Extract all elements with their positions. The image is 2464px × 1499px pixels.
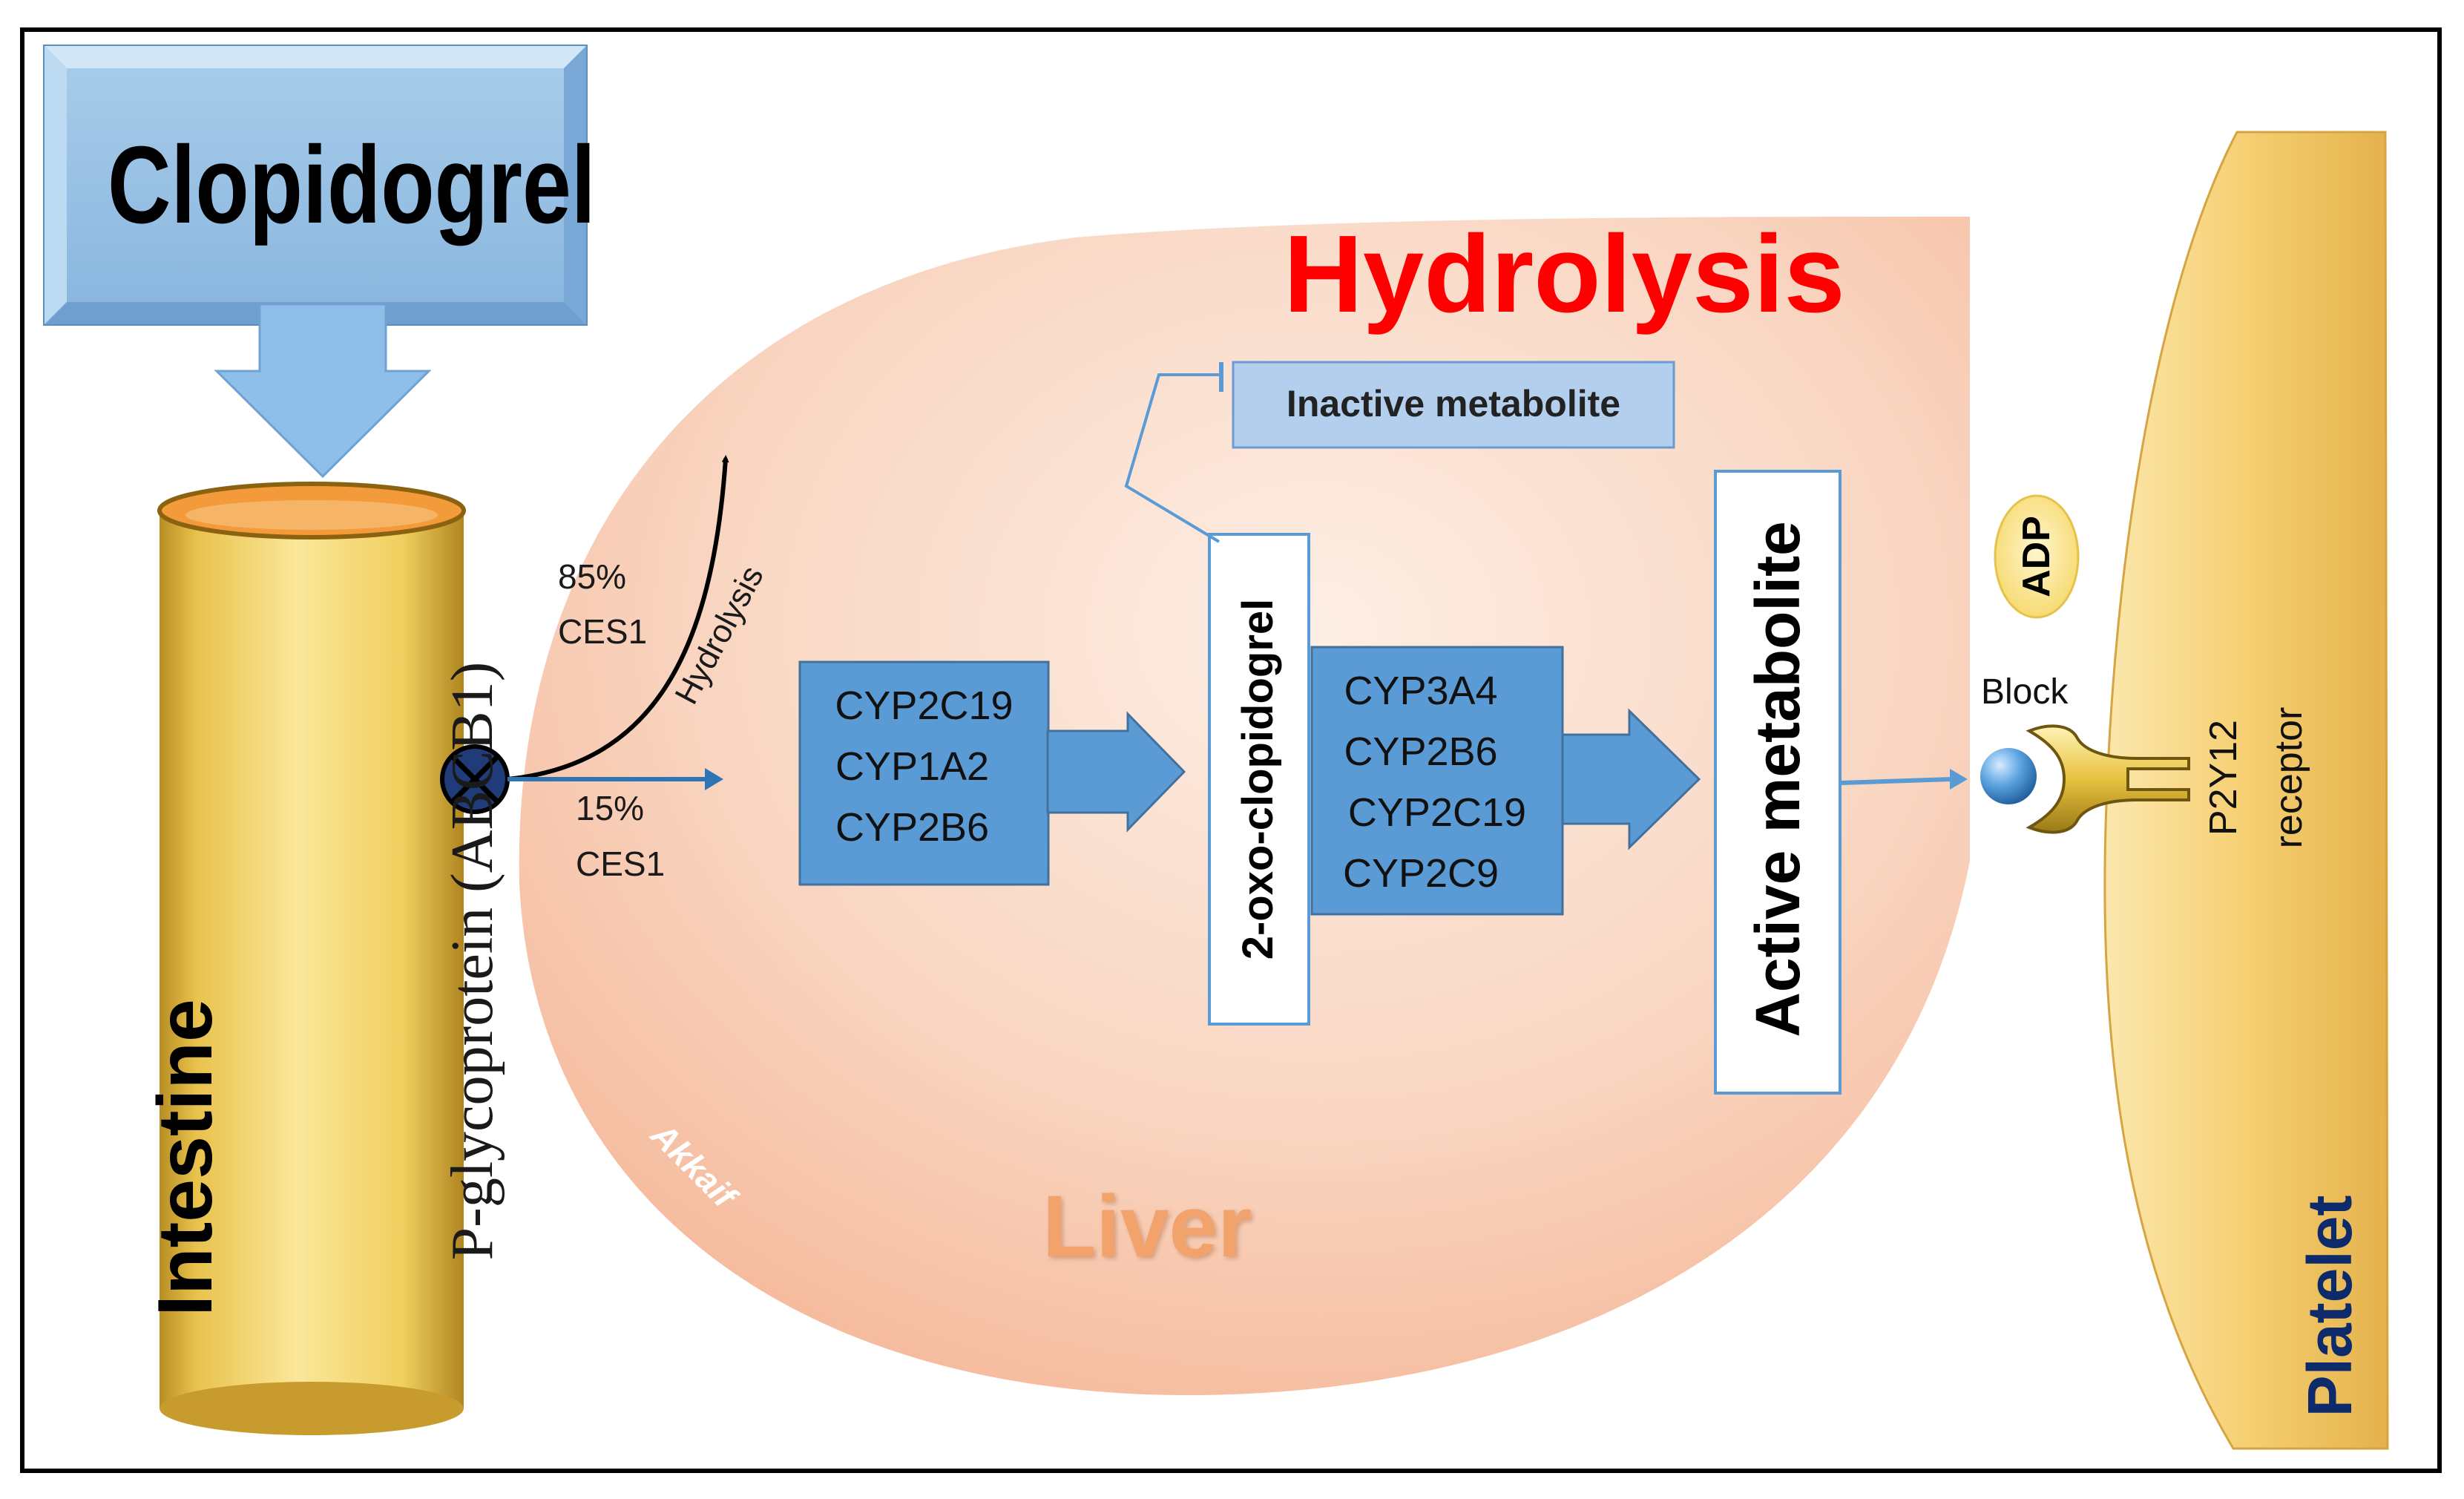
- intestine-label: Intestine: [142, 999, 229, 1316]
- step2-enzyme: CYP3A4: [1344, 669, 1498, 713]
- drug-box: [43, 45, 588, 326]
- step2-enzyme: CYP2C9: [1342, 851, 1499, 896]
- step2-arrow: [1561, 708, 1701, 850]
- liver-label: Liver: [1042, 1178, 1252, 1276]
- drug-down-arrow: [214, 303, 432, 479]
- hydrolysis-curve-arrow: [507, 455, 729, 781]
- step1-arrow: [1046, 711, 1186, 833]
- receptor-label-line1: P2Y12: [2202, 719, 2245, 836]
- step1-enzyme: CYP2B6: [835, 805, 990, 850]
- adp-ellipse: [1994, 494, 2080, 619]
- p2y12-receptor-icon: [2026, 724, 2190, 834]
- major-branch-enzyme: CES1: [558, 612, 648, 651]
- hydrolysis-heading: Hydrolysis: [1284, 213, 1845, 335]
- intestine-cylinder: [157, 482, 466, 1435]
- inactive-box: [1232, 361, 1675, 449]
- platelet-label: Platelet: [2295, 1195, 2365, 1417]
- major-branch-percent: 85%: [558, 557, 627, 596]
- step1-enzyme: CYP2C19: [835, 683, 1013, 728]
- minor-branch-percent: 15%: [576, 789, 645, 827]
- drug-title: Clopidogrel: [108, 124, 596, 246]
- receptor-label-line2: receptor: [2267, 706, 2310, 849]
- adp-label: ADP: [2015, 516, 2058, 597]
- transporter-label: P-glycoprotein (ABCB1): [440, 661, 505, 1261]
- minor-flow-arrow-head: [705, 768, 723, 790]
- inactive-metabolite-label: Inactive metabolite: [1286, 383, 1621, 424]
- block-label: Block: [1981, 672, 2069, 712]
- inactive-connector: [1124, 373, 1220, 543]
- step2-enzyme: CYP2B6: [1344, 729, 1498, 774]
- intermediate-label: 2-oxo-clopidogrel: [1234, 598, 1282, 960]
- active-to-receptor-line: [1841, 777, 1952, 785]
- minor-branch-enzyme: CES1: [576, 844, 666, 883]
- intermediate-box: [1208, 533, 1310, 1026]
- active-to-receptor-head: [1950, 769, 1968, 790]
- active-box: [1714, 470, 1842, 1095]
- active-metabolite-ball-icon: [1980, 748, 2037, 804]
- step2-enzyme: CYP2C19: [1347, 790, 1527, 835]
- step1-enzyme: CYP1A2: [835, 744, 990, 789]
- active-metabolite-label: Active metabolite: [1743, 521, 1813, 1037]
- step1-enzyme-box: [798, 660, 1050, 886]
